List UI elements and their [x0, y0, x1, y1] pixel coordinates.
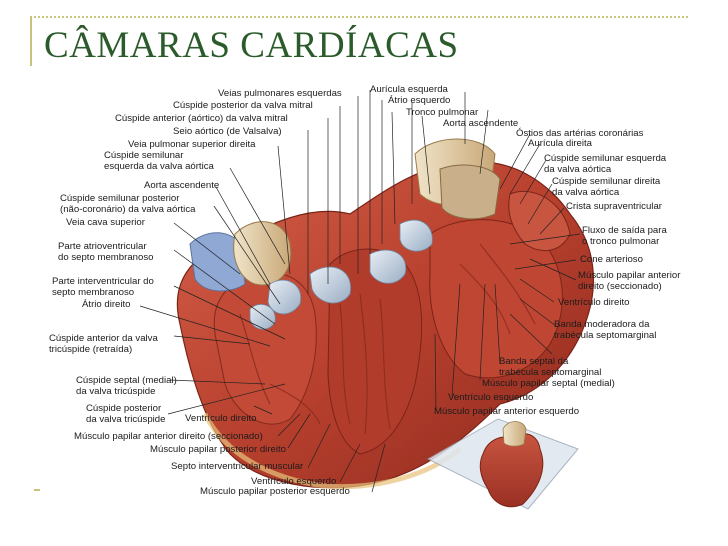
label-fluxo-saida-2: o tronco pulmonar [582, 236, 660, 247]
label-parte-atrioventricular-1: Parte atrioventricular [58, 241, 147, 252]
label-musculo-papilar-anterior-esquerdo: Músculo papilar anterior esquerdo [434, 406, 580, 417]
label-cuspide-semilunar-direita-2: da valva aórtica [552, 187, 620, 198]
label-auricula-esquerda: Aurícula esquerda [370, 84, 448, 95]
inset-heart [426, 418, 579, 510]
label-ventriculo-direito: Ventrículo direito [558, 297, 630, 308]
label-cone-arterioso: Cone arterioso [580, 254, 643, 265]
label-musculo-papilar-septal: Músculo papilar septal (medial) [482, 378, 615, 389]
label-septo-interventricular-muscular: Septo interventricular muscular [171, 461, 304, 472]
label-parte-interventricular-2: septo membranoso [52, 287, 135, 298]
label-banda-septal-1: Banda septal da [499, 356, 569, 367]
label-cuspide-semilunar-aortica-1: Cúspide semilunar [104, 150, 184, 161]
label-atrio-direito: Átrio direito [82, 299, 131, 310]
label-seio-aortico: Seio aórtico (de Valsalva) [173, 126, 282, 137]
label-aorta-ascendente-esquerda: Aorta ascendente [144, 180, 220, 191]
label-cuspide-semilunar-posterior-2: (não-coronário) da valva aórtica [60, 204, 196, 215]
label-cuspide-semilunar-esquerda-1: Cúspide semilunar esquerda [544, 153, 667, 164]
label-musculo-papilar-anterior-direito-seccionado: Músculo papilar anterior direito (seccio… [74, 431, 263, 442]
label-parte-interventricular-1: Parte interventricular do [52, 276, 154, 287]
label-cuspide-posterior-tricuspide-2: da valva tricúspide [86, 414, 166, 425]
label-musculo-papilar-anterior-direito-2: direito (seccionado) [578, 281, 662, 292]
label-musculo-papilar-posterior-esquerdo: Músculo papilar posterior esquerdo [200, 486, 350, 497]
left-accent-rule [30, 18, 32, 66]
label-musculo-papilar-posterior-direito: Músculo papilar posterior direito [150, 444, 286, 455]
label-tronco-pulmonar: Tronco pulmonar [406, 107, 479, 118]
label-cuspide-semilunar-aortica-2: esquerda da valva aórtica [104, 161, 214, 172]
bottom-accent-dash [34, 489, 44, 491]
label-aorta-ascendente-direita: Aorta ascendente [443, 118, 519, 129]
label-cuspide-posterior-tricuspide-1: Cúspide posterior [86, 403, 162, 414]
label-fluxo-saida-1: Fluxo de saída para [582, 225, 667, 236]
label-cuspide-semilunar-esquerda-2: da valva aórtica [544, 164, 612, 175]
label-crista-supraventricular: Crista supraventricular [566, 201, 662, 212]
label-veia-pulmonar-superior-direita: Veia pulmonar superior direita [128, 139, 256, 150]
label-banda-moderadora-2: trabécula septomarginal [554, 330, 657, 341]
label-cuspide-semilunar-posterior-1: Cúspide semilunar posterior [60, 193, 180, 204]
label-atrio-esquerdo: Átrio esquerdo [388, 95, 451, 106]
label-banda-septal-2: trabécula septomarginal [499, 367, 602, 378]
label-cuspide-septal-1: Cúspide septal (medial) [76, 375, 177, 386]
label-cuspide-posterior-mitral: Cúspide posterior da valva mitral [173, 100, 313, 111]
label-ventriculo-esquerdo-baixo: Ventrículo esquerdo [251, 476, 337, 487]
label-veia-cava-superior: Veia cava superior [66, 217, 145, 228]
label-cuspide-septal-2: da valva tricúspide [76, 386, 156, 397]
heart-drawing [139, 90, 594, 510]
top-dotted-rule [30, 16, 688, 18]
label-cuspide-anterior-mitral: Cúspide anterior (aórtico) da valva mitr… [115, 113, 288, 124]
label-cuspide-anterior-tricuspide-1: Cúspide anterior da valva [49, 333, 158, 344]
label-musculo-papilar-anterior-direito-1: Músculo papilar anterior [578, 270, 681, 281]
label-parte-atrioventricular-2: do septo membranoso [58, 252, 154, 263]
heart-chambers-illustration: Veias pulmonares esquerdas Aurícula esqu… [40, 84, 704, 520]
label-cuspide-semilunar-direita-1: Cúspide semilunar direita [552, 176, 661, 187]
label-cuspide-anterior-tricuspide-2: tricúspide (retraída) [49, 344, 133, 355]
label-ostios-coronarias: Óstios das artérias coronárias [516, 128, 644, 139]
label-ventriculo-direito-baixo: Ventrículo direito [185, 413, 257, 424]
label-ventriculo-esquerdo: Ventrículo esquerdo [448, 392, 534, 403]
label-auricula-direita: Aurícula direita [528, 138, 592, 149]
label-banda-moderadora-1: Banda moderadora da [554, 319, 650, 330]
slide-title: CÂMARAS CARDÍACAS [44, 25, 459, 66]
label-veias-pulmonares-esquerdas: Veias pulmonares esquerdas [218, 88, 342, 99]
